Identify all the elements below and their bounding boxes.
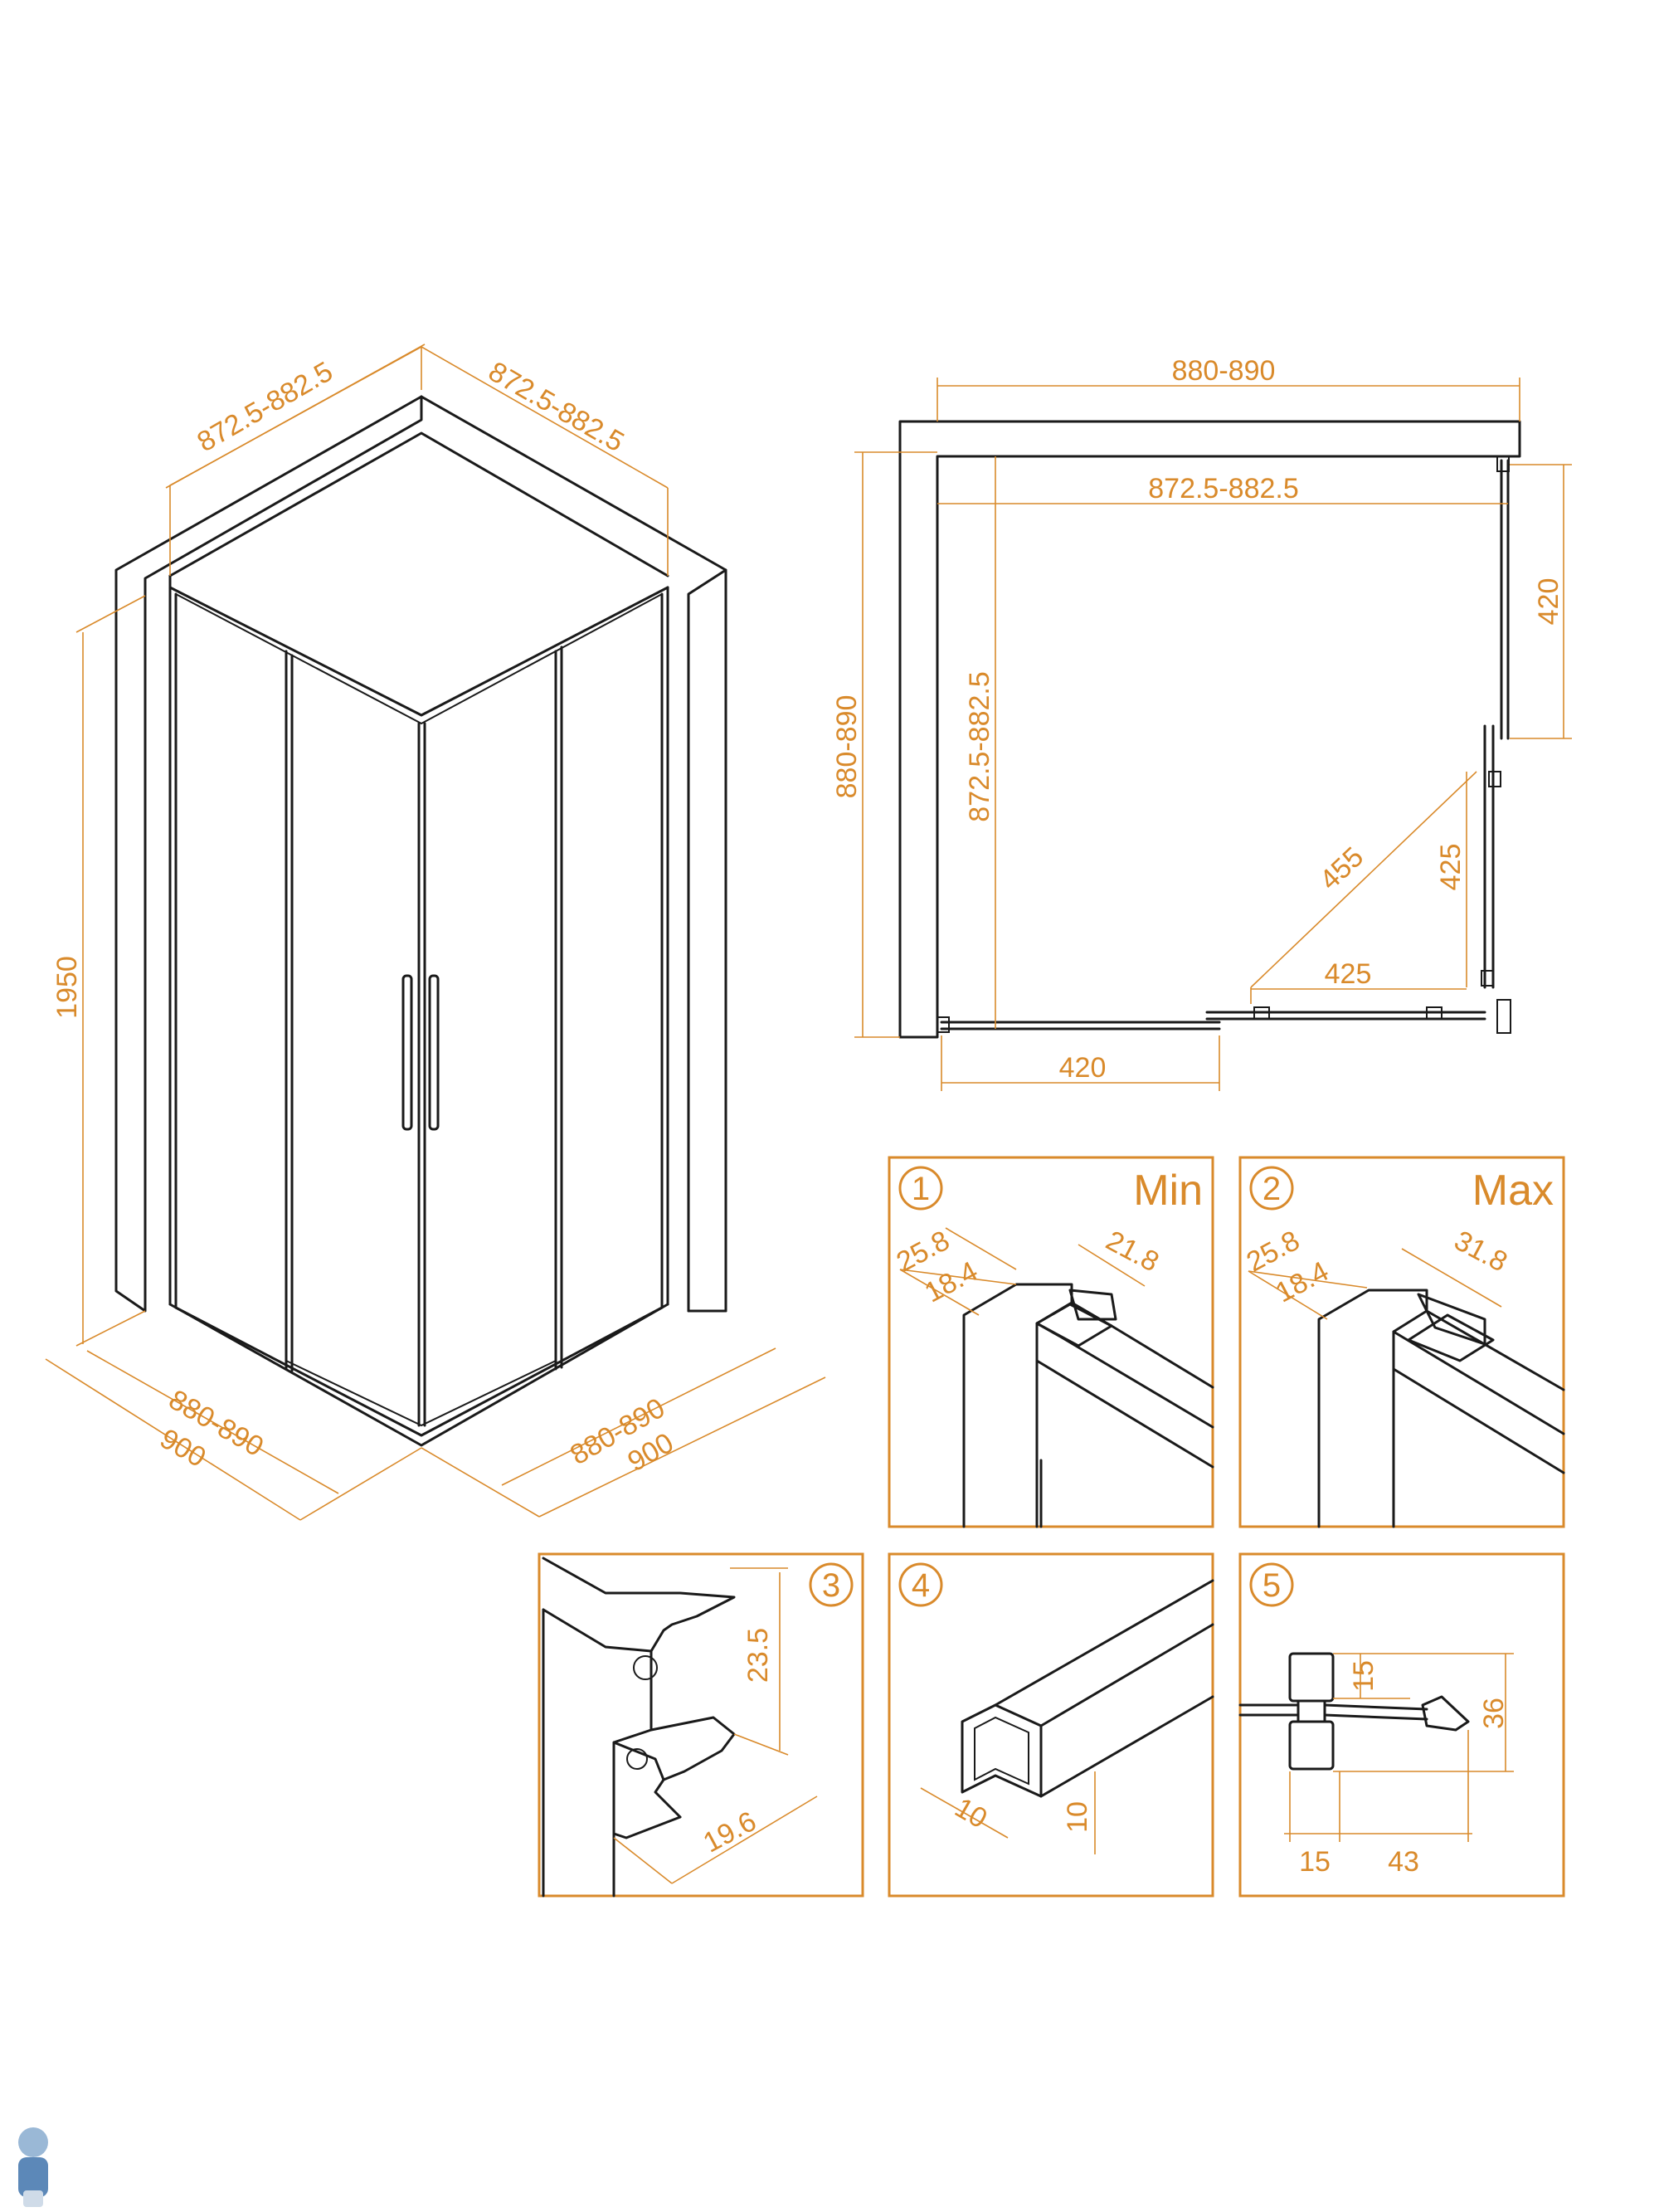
detail-3-dim-a: 23.5 — [742, 1628, 774, 1683]
detail-2-tag: Max — [1472, 1167, 1554, 1215]
plan-diagonal-dim: 455 — [1314, 841, 1370, 896]
mascot-logo-icon — [18, 2127, 48, 2207]
detail-1-tag: Min — [1133, 1167, 1203, 1215]
detail-5-number: 5 — [1262, 1567, 1281, 1604]
detail-5-dim-c: 15 — [1299, 1846, 1331, 1878]
plan-left-outer-dim: 880-890 — [831, 695, 863, 799]
right-wall — [687, 568, 727, 1313]
iso-top-left-dim: 872.5-882.5 — [192, 356, 338, 459]
detail-4-badge — [898, 1562, 943, 1607]
plan-view: 880-890 872.5-882.5 880-890 872.5-882.5 … — [831, 355, 1572, 1091]
detail-5-dim-a: 15 — [1348, 1660, 1379, 1692]
plan-top-outer-dim: 880-890 — [1172, 355, 1276, 387]
detail-5-dim-b: 36 — [1478, 1698, 1510, 1729]
plan-right-panel-dim: 420 — [1533, 578, 1564, 626]
detail-1-badge — [898, 1166, 943, 1211]
detail-5: 5 15 36 15 43 — [1238, 1552, 1565, 1898]
detail-5-frame — [1238, 1552, 1565, 1898]
detail-2-frame — [1238, 1156, 1565, 1528]
detail-4-dim-b: 10 — [1062, 1801, 1093, 1833]
plan-bottom-panel-dim: 420 — [1059, 1052, 1107, 1084]
plan-door-horizontal-dim: 425 — [1325, 958, 1372, 990]
detail-2-max: 2 Max 25.8 18.4 31.8 — [1238, 1156, 1565, 1528]
detail-3: 3 23.5 19.6 — [538, 1552, 864, 1898]
detail-1-dim-c: 21.8 — [1101, 1225, 1164, 1279]
detail-1-frame — [888, 1156, 1214, 1528]
left-wall — [114, 395, 423, 1313]
plan-door-vertical-dim: 425 — [1435, 844, 1467, 891]
detail-3-number: 3 — [822, 1567, 840, 1604]
detail-1-number: 1 — [912, 1171, 930, 1207]
top-back-edge — [168, 431, 669, 577]
detail-4-dim-a: 10 — [950, 1792, 993, 1835]
detail-4-number: 4 — [912, 1567, 930, 1604]
plan-top-inner-dim: 872.5-882.5 — [1148, 473, 1299, 504]
detail-3-dim-b: 19.6 — [698, 1805, 761, 1859]
detail-3-badge — [809, 1562, 854, 1607]
detail-5-badge — [1249, 1562, 1294, 1607]
detail-4-frame — [888, 1552, 1214, 1898]
detail-2-number: 2 — [1262, 1171, 1281, 1207]
detail-3-frame — [538, 1552, 864, 1898]
top-front-edge — [168, 586, 669, 717]
iso-height-dim: 1950 — [51, 956, 83, 1019]
detail-2-dim-c: 31.8 — [1449, 1225, 1512, 1279]
plan-left-inner-dim: 872.5-882.5 — [964, 671, 995, 822]
detail-5-dim-d: 43 — [1388, 1846, 1419, 1878]
detail-1-min: 1 Min 25.8 18.4 21.8 — [888, 1156, 1214, 1528]
detail-2-badge — [1249, 1166, 1294, 1211]
detail-4: 4 10 10 — [888, 1552, 1214, 1898]
isometric-view: 872.5-882.5 872.5-882.5 1950 880-890 900… — [45, 343, 826, 1521]
right-wall-outline — [420, 395, 727, 1313]
